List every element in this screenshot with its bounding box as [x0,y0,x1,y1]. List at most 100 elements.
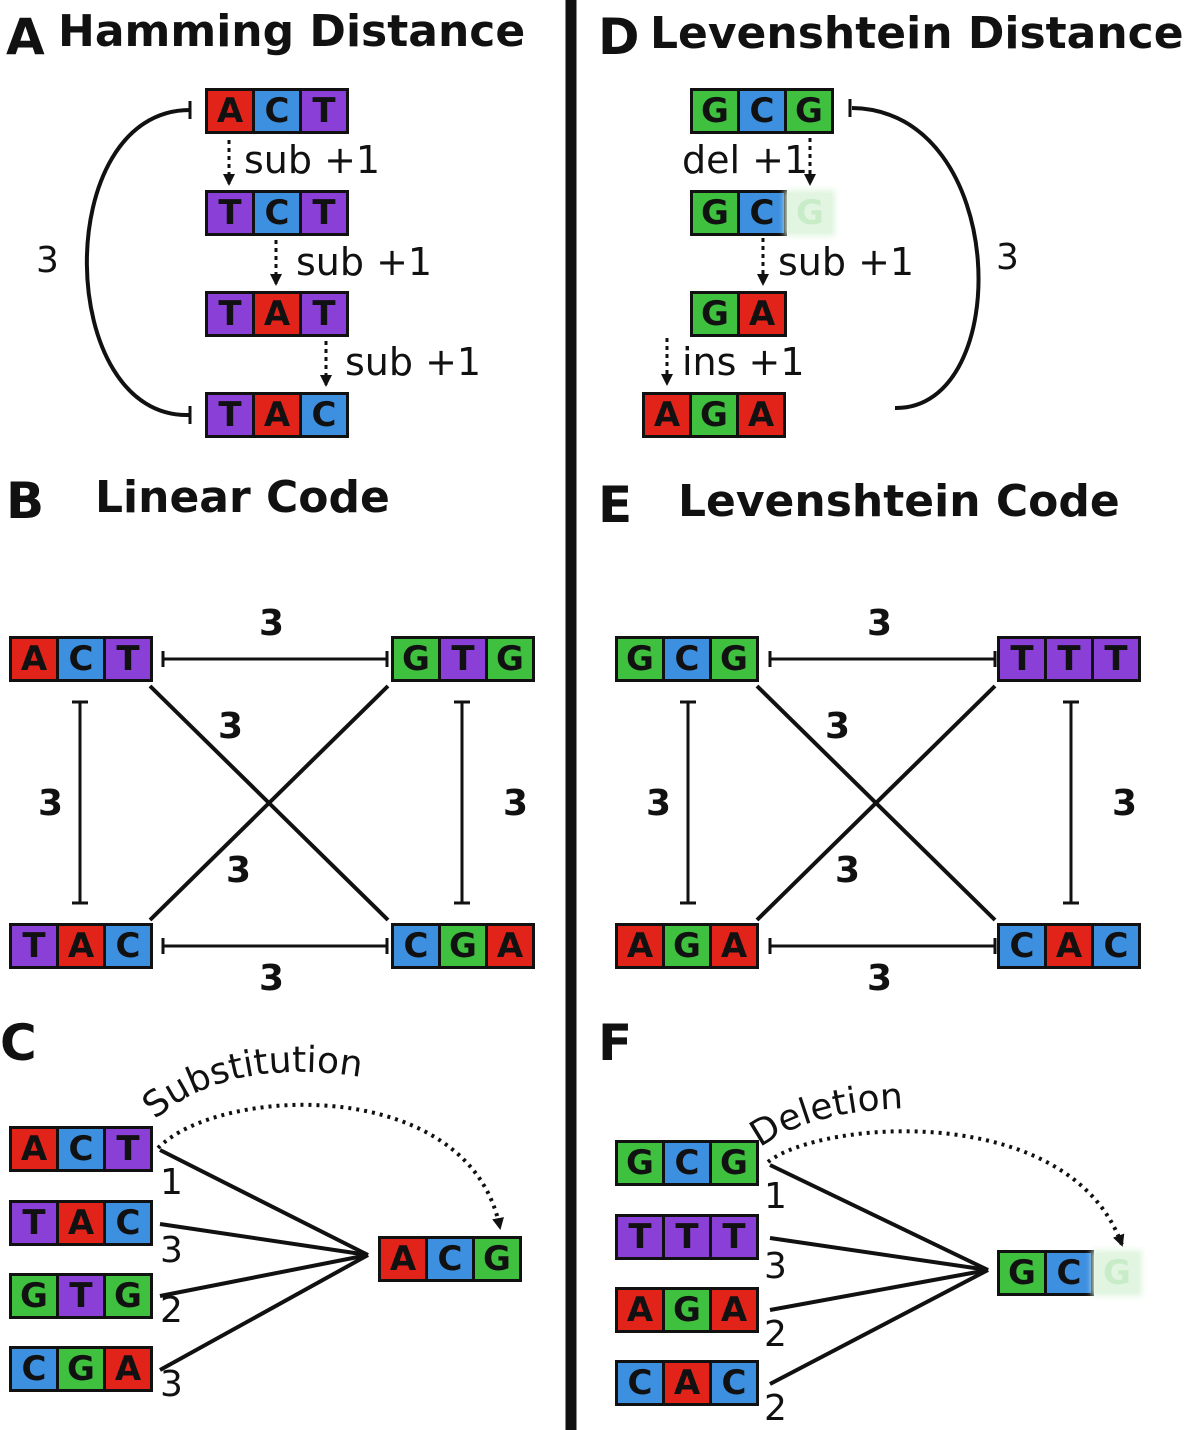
substitution-link-3 [159,1253,369,1298]
base-g: G [475,1239,519,1279]
substitution-link-2 [159,1222,369,1257]
linear-edge-bottom-label: 3 [259,958,285,999]
levenshtein-total-arc [851,106,981,411]
base-c: C [59,1129,103,1169]
substitution-distance-4: 3 [160,1364,183,1405]
deletion-link-1 [769,1163,989,1272]
base-c: C [712,1363,756,1403]
levenshtein-edge-top-label: 3 [867,603,893,644]
base-g: G [787,91,831,131]
substitution-distance-3: 2 [160,1290,183,1331]
substitution-dotted-arrow [156,1102,504,1230]
linear-edge-top-label: 3 [259,603,285,644]
levenshtein-code-title: Levenshtein Code [678,476,1120,527]
base-a: A [381,1239,425,1279]
deletion-received-ghost: G [1095,1253,1139,1293]
base-c: C [740,193,784,233]
base-g: G [712,639,756,679]
hamming-total: 3 [36,240,59,281]
substitution-link-4 [159,1253,369,1372]
hamming-op-2: sub +1 [296,240,433,284]
substitution-distance-1: 1 [160,1162,183,1203]
deletion-arrow-label: Deletion [743,1076,904,1155]
base-t: T [665,1217,709,1257]
base-a: A [618,1290,662,1330]
levenshtein-op-3: ins +1 [682,340,805,384]
base-t: T [302,294,346,334]
linear-edge-left-label: 3 [38,783,64,824]
linear-edge-right-label: 3 [503,783,529,824]
panel-letter-d: D [598,8,640,66]
base-g: G [12,1276,56,1316]
panel-letter-a: A [6,8,45,66]
panel-letter-f: F [598,1014,633,1072]
base-g: G [712,1143,756,1183]
deleted-base-ghost: G [788,193,832,233]
base-t: T [106,639,150,679]
base-c: C [1000,926,1044,966]
base-a: A [739,395,783,435]
deletion-link-3 [769,1268,989,1312]
base-a: A [255,395,299,435]
base-t: T [59,1276,103,1316]
base-a: A [208,91,252,131]
base-a: A [106,1349,150,1389]
base-g: G [59,1349,103,1389]
base-c: C [428,1239,472,1279]
linear-edge-diag-2-label: 3 [226,850,252,891]
base-a: A [59,926,103,966]
panel-letter-b: B [6,472,45,530]
substitution-arrow-label: Substitution [135,1040,365,1127]
levenshtein-op-2: sub +1 [778,240,915,284]
base-g: G [693,91,737,131]
base-c: C [255,193,299,233]
base-a: A [1047,926,1091,966]
base-c: C [106,1203,150,1243]
base-t: T [208,193,252,233]
base-a: A [645,395,689,435]
base-t: T [12,1203,56,1243]
base-g: G [106,1276,150,1316]
base-t: T [302,91,346,131]
base-a: A [255,294,299,334]
hamming-total-arc [84,108,191,418]
levenshtein-distance-title: Levenshtein Distance [650,8,1184,59]
linear-code-title: Linear Code [95,472,390,523]
deletion-distance-1: 1 [764,1176,787,1217]
base-c: C [1047,1253,1091,1293]
base-g: G [665,1290,709,1330]
base-t: T [208,395,252,435]
base-c: C [665,1143,709,1183]
base-a: A [665,1363,709,1403]
levenshtein-total: 3 [996,237,1019,278]
base-t: T [1094,639,1138,679]
deletion-distance-3: 2 [764,1314,787,1355]
deletion-label-path: Deletion [743,1076,904,1155]
base-c: C [1094,926,1138,966]
base-t: T [208,294,252,334]
base-c: C [12,1349,56,1389]
panel-letter-e: E [598,476,633,534]
base-g: G [488,639,532,679]
base-a: A [712,1290,756,1330]
